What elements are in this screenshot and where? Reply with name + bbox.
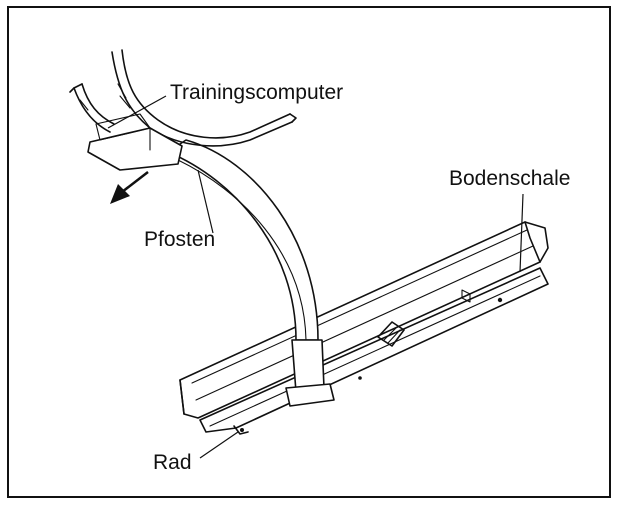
leader-upright xyxy=(197,169,214,234)
leader-base xyxy=(519,193,524,273)
direction-arrow xyxy=(110,171,149,204)
handlebar-console xyxy=(69,49,297,171)
label-wheel: Rad xyxy=(153,451,192,474)
upright-post xyxy=(167,139,335,407)
label-base: Bodenschale xyxy=(449,167,571,190)
leader-wheel xyxy=(199,431,239,459)
label-upright: Pfosten xyxy=(144,228,216,251)
base-deck xyxy=(179,221,549,435)
leader-console xyxy=(107,95,167,129)
label-console: Trainingscomputer xyxy=(170,81,344,104)
